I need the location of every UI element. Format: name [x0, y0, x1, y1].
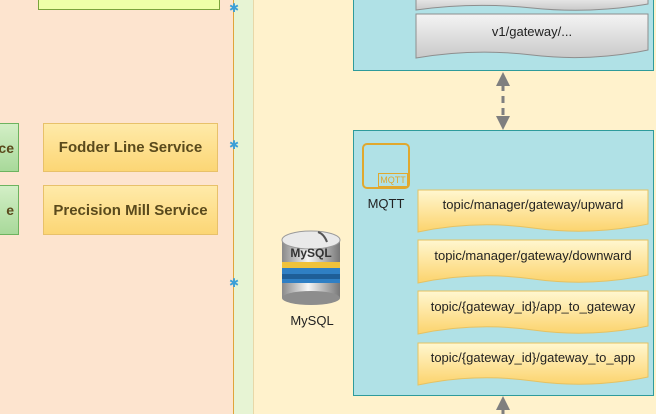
gateway-topic-shape [415, 13, 649, 59]
fodder-line-service-label: Fodder Line Service [58, 139, 203, 156]
mqtt-topic-gateway-to-app: topic/{gateway_id}/gateway_to_app [430, 350, 636, 365]
arrow-up-icon [496, 72, 510, 86]
precision-mill-service-box[interactable]: Precision Mill Service [43, 185, 218, 235]
mysql-label: MySQL [290, 313, 334, 328]
fodder-line-service-box[interactable]: Fodder Line Service [43, 123, 218, 172]
mqtt-topic-app-to-gateway: topic/{gateway_id}/app_to_gateway [430, 299, 636, 314]
service-box-top-partial[interactable] [38, 0, 220, 10]
topic-shape [417, 189, 649, 233]
arrow-up-icon [496, 396, 510, 410]
service-label-partial: ce [0, 139, 14, 156]
connection-point-icon: ✱ [229, 138, 240, 152]
precision-mill-service-label: Precision Mill Service [53, 201, 208, 219]
topic-shape [417, 290, 649, 335]
gateway-topic-label: v1/gateway/... [491, 24, 573, 39]
mqtt-icon: MQTT [362, 143, 410, 189]
gateway-topic-shape-back [415, 0, 649, 11]
arrow-down-icon [496, 116, 510, 130]
mysql-database-icon [281, 230, 341, 305]
mysql-icon-text: MySQL [290, 246, 332, 260]
mqtt-icon-text: MQTT [378, 173, 408, 187]
service-label-partial: e [6, 202, 14, 218]
lane-divider [233, 0, 254, 414]
mqtt-topic-upward: topic/manager/gateway/upward [442, 197, 624, 212]
topic-shape [417, 239, 649, 284]
mqtt-topic-downward: topic/manager/gateway/downward [434, 248, 632, 263]
topic-shape [417, 342, 649, 386]
mqtt-label: MQTT [367, 196, 405, 211]
service-box-partial[interactable]: ce [0, 123, 19, 172]
service-box-partial[interactable]: e [0, 185, 19, 235]
connection-point-icon: ✱ [229, 1, 240, 15]
connection-point-icon: ✱ [229, 276, 240, 290]
